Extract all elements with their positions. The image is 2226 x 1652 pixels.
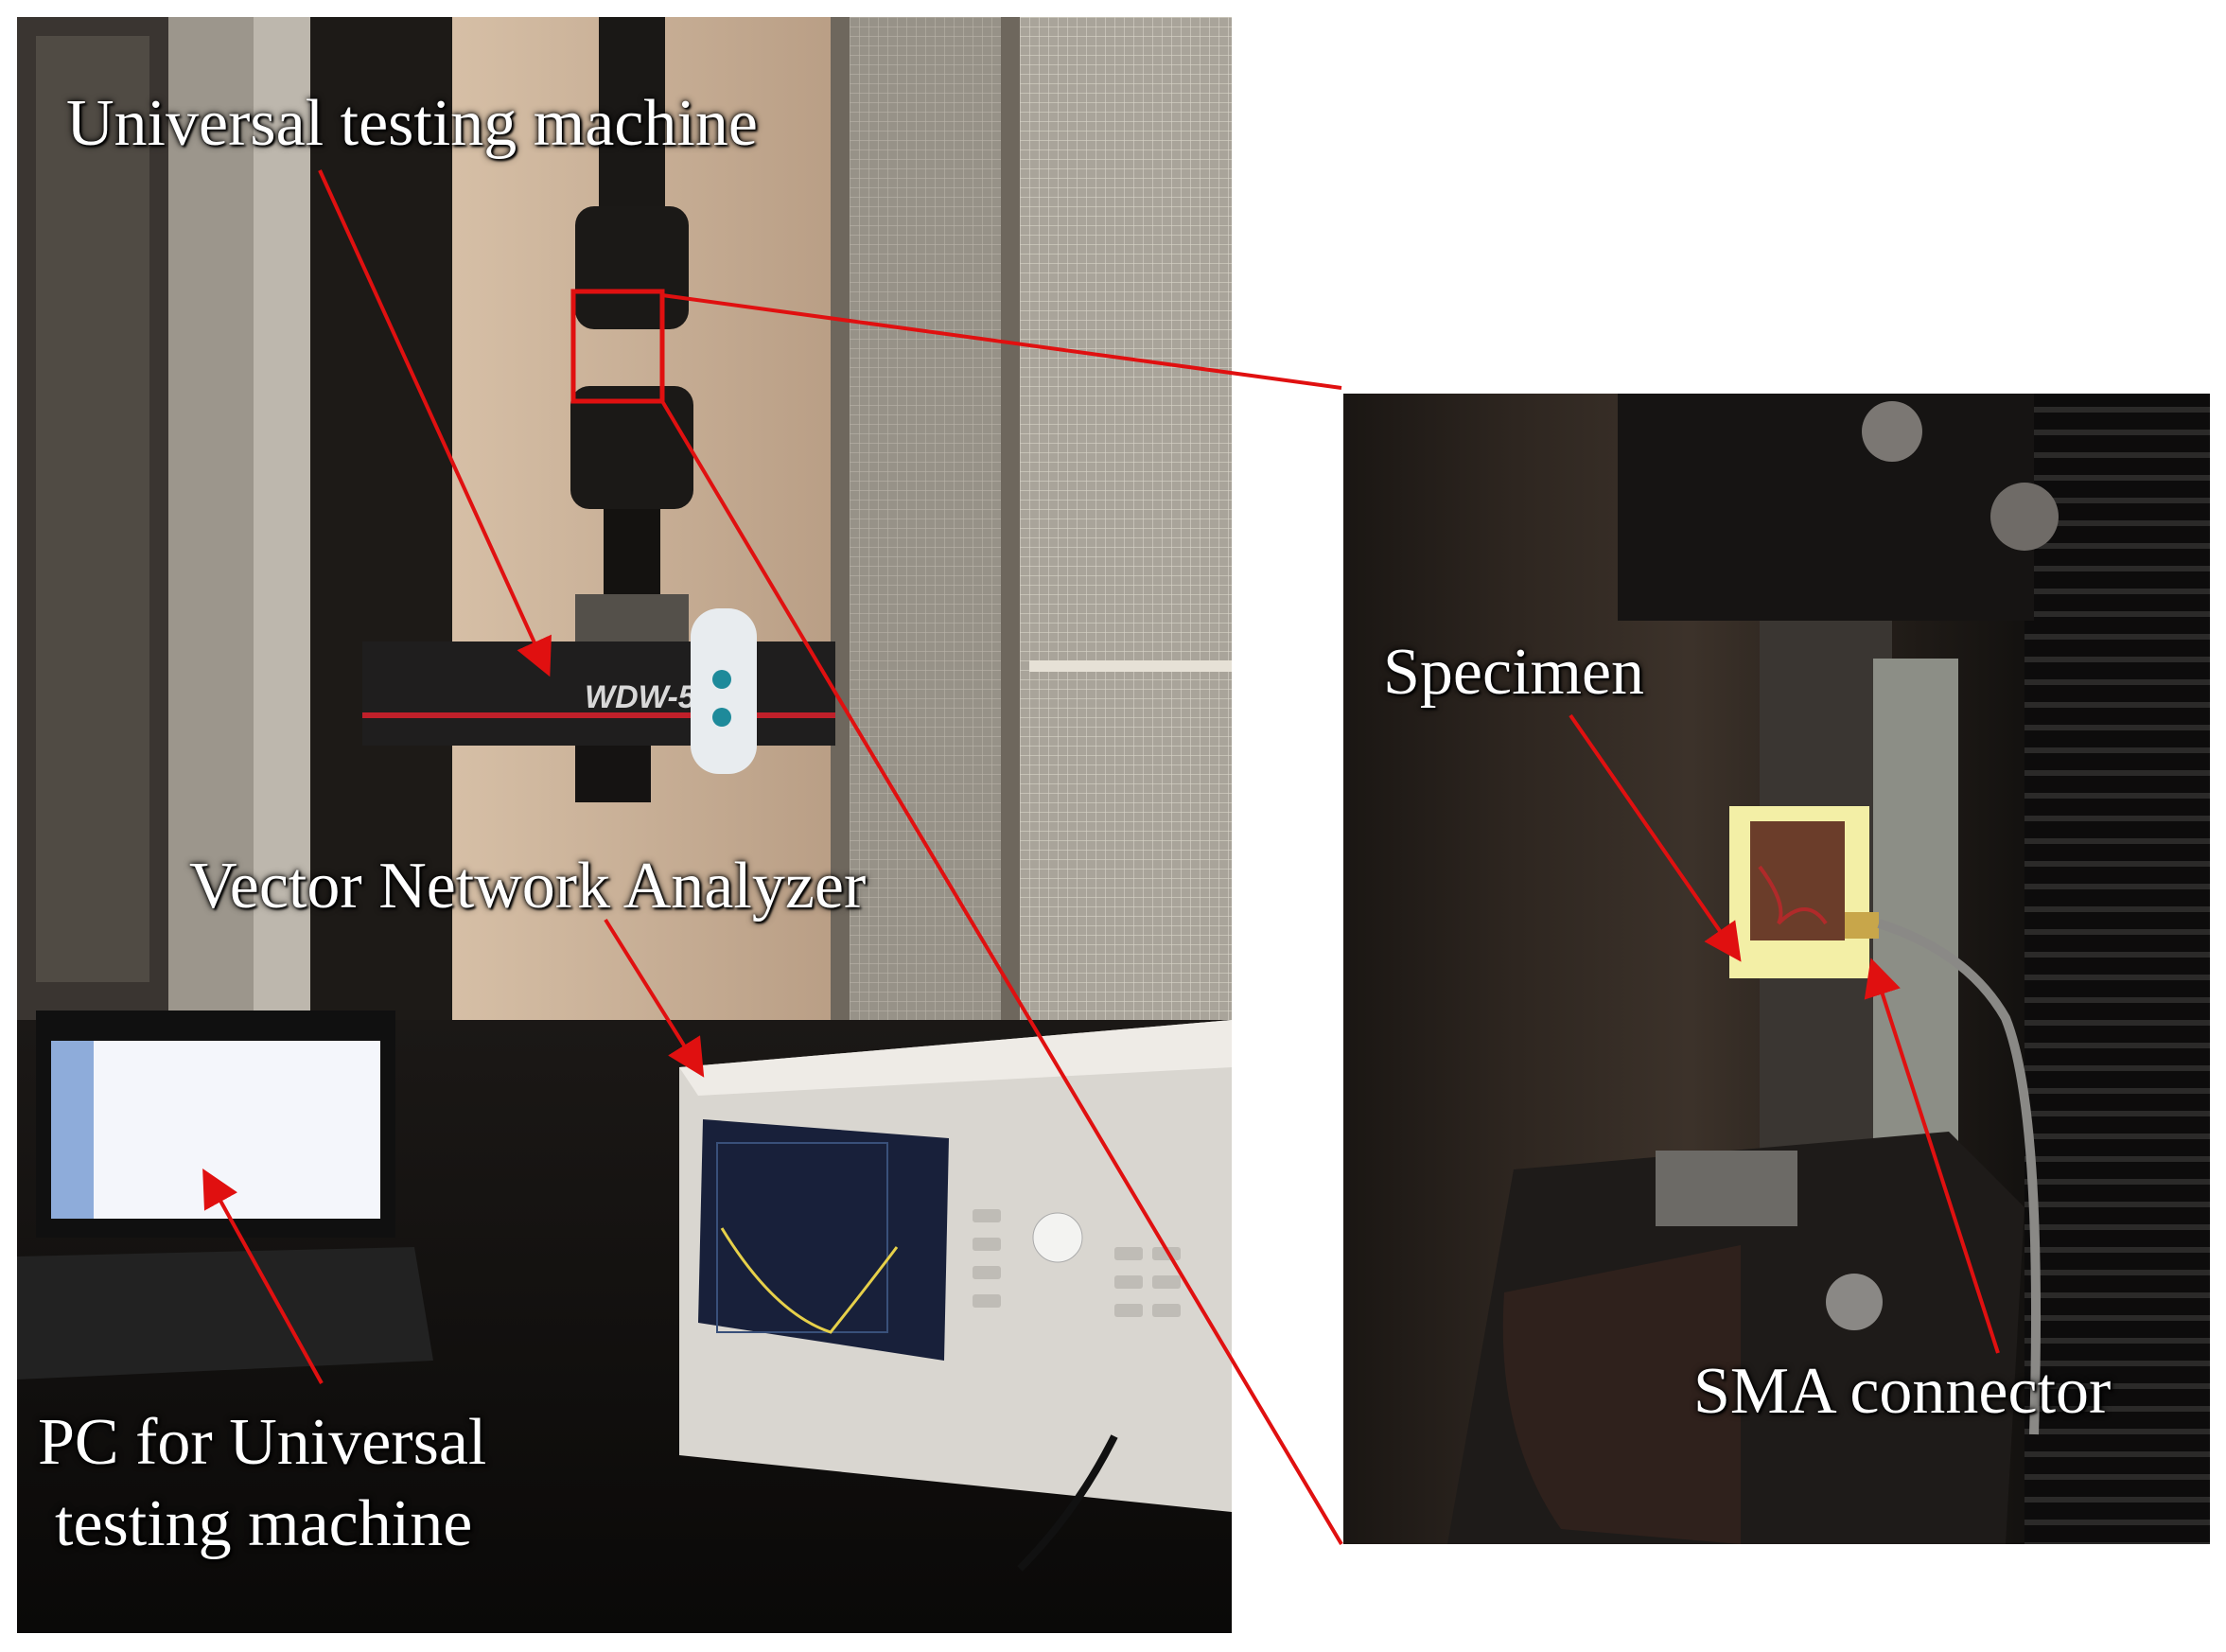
mesh-window-mid	[850, 17, 1001, 1096]
vna-screen	[698, 1119, 949, 1361]
lower-grip	[570, 386, 693, 509]
left-pillar-light	[254, 17, 310, 1039]
laptop-keyboard	[17, 1247, 433, 1380]
zoom-connector-bottom	[660, 399, 1343, 1546]
vna-top	[679, 1020, 1232, 1096]
arrow-specimen	[1569, 713, 1742, 962]
lower-grip-face	[1502, 1245, 1741, 1544]
grip-bolt	[1862, 401, 1922, 462]
label-vector-network-analyzer: Vector Network Analyzer	[189, 850, 867, 923]
vna-grid	[716, 1142, 888, 1333]
grip-bolt-lower	[1826, 1274, 1883, 1330]
specimen-patch	[1750, 821, 1845, 940]
label-universal-testing-machine: Universal testing machine	[66, 87, 758, 160]
arrow-universal-testing-machine	[318, 169, 552, 677]
grip-bolt	[1990, 483, 2059, 551]
upper-grip-closeup	[1618, 394, 2034, 621]
remote-control	[691, 608, 757, 774]
specimen-closeup-photo	[1343, 394, 2210, 1544]
window-sill	[1029, 660, 1232, 672]
vna-cable	[1017, 1434, 1118, 1572]
label-specimen: Specimen	[1383, 636, 1645, 709]
vna-keypad	[973, 1209, 1181, 1317]
arrow-pc	[202, 1169, 324, 1384]
closeup-scene	[1447, 394, 2210, 1544]
label-pc-line1: PC for Universal	[38, 1406, 487, 1479]
machine-model-text: WDW-5	[585, 679, 697, 715]
remote-button	[712, 670, 731, 689]
crosshead-stripe	[362, 712, 835, 718]
arrow-sma-connector	[1864, 958, 2000, 1354]
zoom-connector-top	[661, 293, 1342, 390]
crosshead-bottom	[575, 746, 651, 802]
vna-trace	[720, 1227, 899, 1334]
label-sma-connector: SMA connector	[1693, 1355, 2112, 1428]
setup-scene: WDW-5	[17, 17, 1232, 1633]
desktop-icons	[51, 1041, 94, 1219]
sma-connector-body	[1845, 912, 1879, 939]
specimen-trace	[1758, 865, 1828, 925]
label-pc-line2: testing machine	[55, 1487, 473, 1560]
mesh-window-right	[1020, 17, 1232, 1096]
arrow-vector-network-analyzer	[604, 918, 705, 1078]
louvered-panel	[2024, 394, 2210, 1544]
vna-knob	[1032, 1212, 1083, 1263]
remote-button	[712, 708, 731, 727]
zoom-highlight-box	[570, 289, 665, 404]
coax-cable	[1877, 919, 2041, 1435]
left-pillar	[168, 17, 254, 1020]
dark-blind	[310, 17, 452, 1039]
setup-photo: WDW-5	[17, 17, 1232, 1633]
grip-wedge	[1656, 1151, 1797, 1226]
left-door-glass	[36, 36, 149, 982]
